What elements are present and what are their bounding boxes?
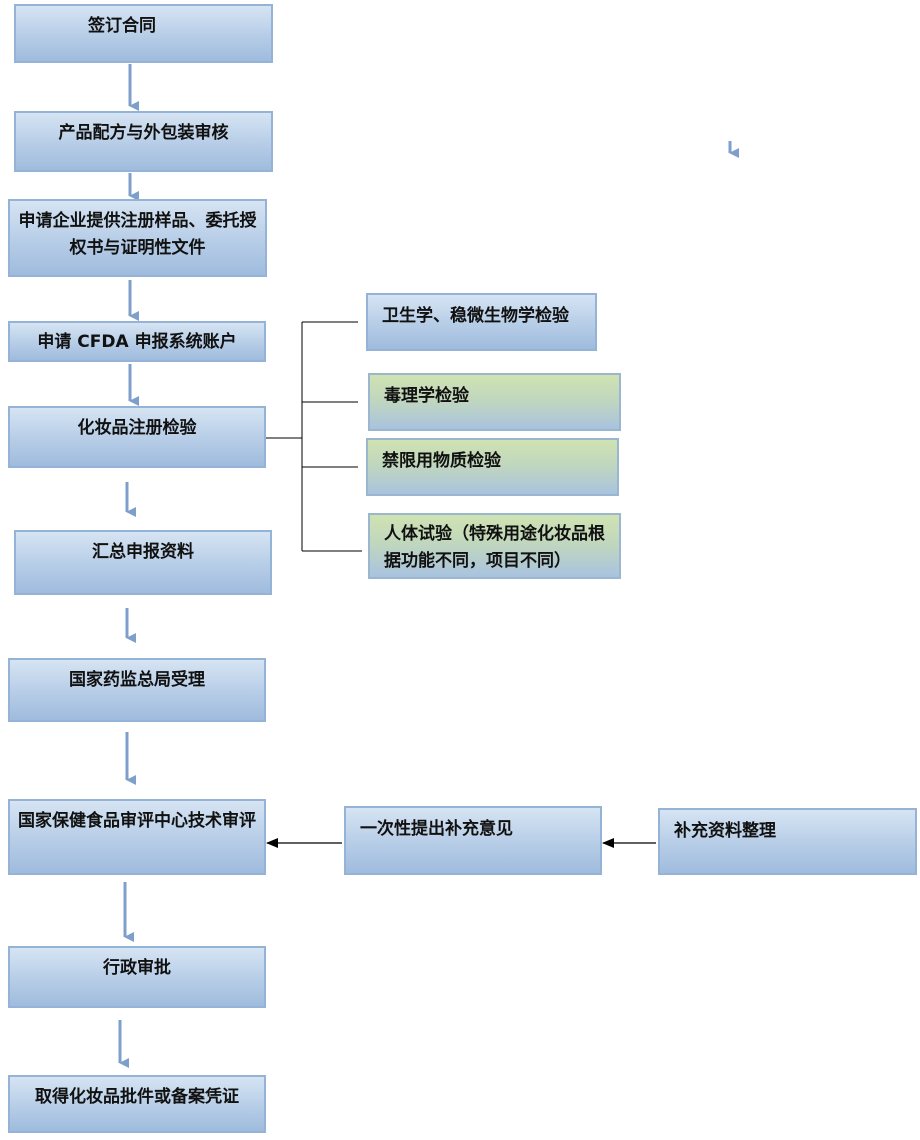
step-administrative-approval: 行政审批	[8, 946, 266, 1008]
step-nmpa-acceptance-label: 国家药监总局受理	[69, 670, 205, 690]
step-formula-review: 产品配方与外包装审核	[14, 111, 273, 172]
step-registration-inspection: 化妆品注册检验	[8, 406, 266, 468]
inspection-toxicology: 毒理学检验	[368, 373, 621, 431]
inspection-hygiene-microbiology: 卫生学、稳微生物学检验	[366, 293, 597, 351]
inspection-hygiene-microbiology-label: 卫生学、稳微生物学检验	[382, 306, 569, 326]
step-technical-review: 国家保健食品审评中心技术审评	[8, 799, 266, 875]
step-technical-review-label: 国家保健食品审评中心技术审评	[18, 811, 256, 831]
step-sign-contract: 签订合同	[14, 4, 273, 63]
step-obtain-approval: 取得化妆品批件或备案凭证	[8, 1075, 266, 1133]
step-compile-materials-label: 汇总申报资料	[92, 542, 194, 562]
feedback-supplementary-materials-label: 补充资料整理	[674, 821, 776, 841]
feedback-supplementary-opinion-label: 一次性提出补充意见	[360, 819, 513, 839]
step-nmpa-acceptance: 国家药监总局受理	[8, 658, 266, 722]
step-registration-inspection-label: 化妆品注册检验	[77, 418, 197, 438]
feedback-supplementary-materials: 补充资料整理	[658, 808, 917, 875]
inspection-human-trial-label: 人体试验（特殊用途化妆品根据功能不同，项目不同）	[384, 524, 605, 571]
step-provide-samples: 申请企业提供注册样品、委托授权书与证明性文件	[8, 199, 267, 277]
step-provide-samples-label: 申请企业提供注册样品、委托授权书与证明性文件	[18, 211, 257, 258]
step-administrative-approval-label: 行政审批	[103, 958, 171, 978]
feedback-supplementary-opinion: 一次性提出补充意见	[344, 806, 602, 875]
step-sign-contract-label: 签订合同	[88, 16, 156, 36]
step-apply-cfda-account-label: 申请 CFDA 申报系统账户	[37, 332, 237, 352]
inspection-prohibited-substances-label: 禁限用物质检验	[382, 451, 501, 471]
inspection-human-trial: 人体试验（特殊用途化妆品根据功能不同，项目不同）	[368, 513, 621, 579]
step-apply-cfda-account: 申请 CFDA 申报系统账户	[8, 321, 266, 362]
inspection-toxicology-label: 毒理学检验	[384, 386, 469, 406]
step-formula-review-label: 产品配方与外包装审核	[58, 123, 229, 143]
step-obtain-approval-label: 取得化妆品批件或备案凭证	[35, 1087, 239, 1107]
step-compile-materials: 汇总申报资料	[14, 530, 272, 595]
inspection-prohibited-substances: 禁限用物质检验	[366, 438, 619, 496]
